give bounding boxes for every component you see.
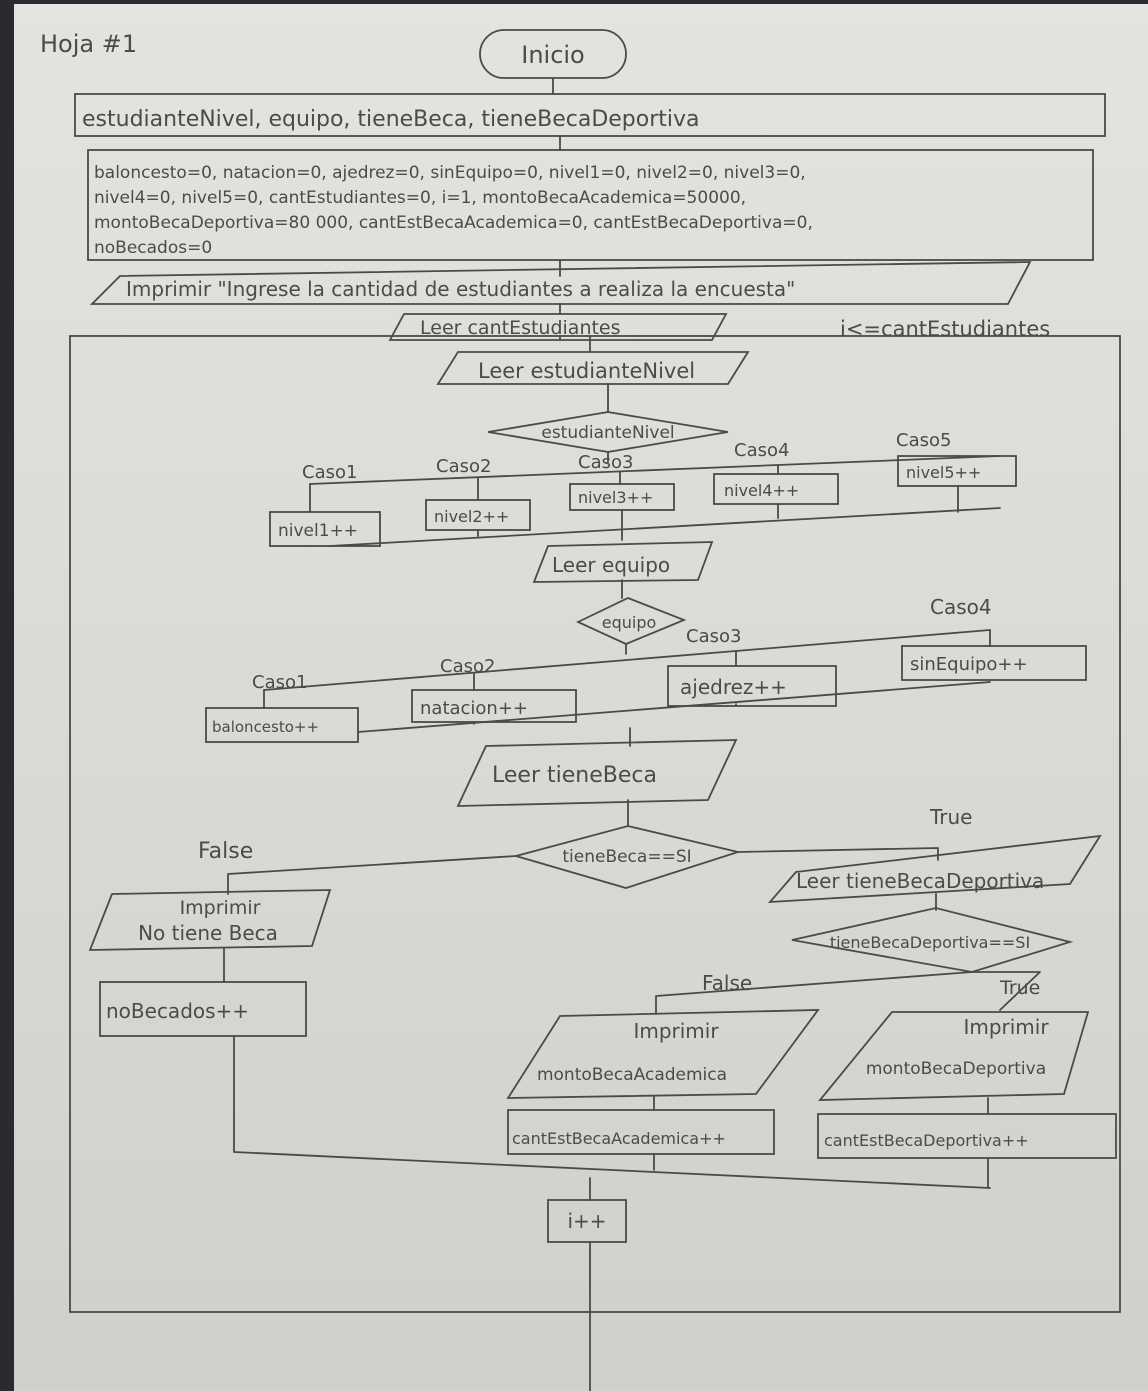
academic-count-box bbox=[507, 1109, 775, 1155]
team-case-1-action: baloncesto++ bbox=[212, 718, 319, 736]
prompt-io bbox=[89, 261, 1032, 305]
sport-count-box bbox=[817, 1113, 1117, 1159]
team-decision-text: equipo bbox=[602, 613, 657, 632]
no-scholarship-line-2: No tiene Beca bbox=[138, 921, 278, 945]
no-scholarship-io bbox=[88, 889, 332, 951]
init-line-2: nivel4=0, nivel5=0, cantEstudiantes=0, i… bbox=[94, 188, 746, 208]
level-case-3-action: nivel3++ bbox=[578, 488, 653, 507]
sport-decision-text: tieneBecaDeportiva==SI bbox=[830, 933, 1030, 952]
level-decision bbox=[487, 411, 729, 453]
sport-print-io bbox=[818, 1011, 1090, 1101]
level-case-4-label: Caso4 bbox=[734, 440, 789, 461]
level-merge-bus bbox=[309, 507, 1001, 547]
start-label: Inicio bbox=[521, 41, 585, 69]
academic-print-io bbox=[506, 1009, 820, 1099]
team-case-4-label: Caso4 bbox=[930, 595, 992, 619]
read-level-text: Leer estudianteNivel bbox=[478, 359, 695, 383]
sport-print-line-1: Imprimir bbox=[963, 1015, 1049, 1039]
variables-text: estudianteNivel, equipo, tieneBeca, tien… bbox=[82, 107, 700, 132]
team-merge-bus bbox=[357, 681, 991, 733]
level-case-5-action: nivel5++ bbox=[906, 463, 981, 482]
level-case-4-box bbox=[713, 473, 839, 505]
scholarship-decision-text: tieneBeca==SI bbox=[562, 847, 691, 867]
scholarship-false-line bbox=[227, 855, 517, 895]
team-case-2-label: Caso2 bbox=[440, 656, 495, 677]
read-level-io bbox=[436, 351, 750, 385]
sport-true-label: True bbox=[999, 977, 1040, 999]
sport-count-text: cantEstBecaDeportiva++ bbox=[824, 1131, 1029, 1150]
sport-decision bbox=[791, 907, 1074, 973]
no-scholarship-count-box bbox=[99, 981, 307, 1037]
scholarship-true-label: True bbox=[929, 805, 972, 829]
read-scholarship-io bbox=[456, 739, 738, 807]
paper-sheet bbox=[14, 4, 1148, 1391]
level-case-2-label: Caso2 bbox=[436, 456, 491, 477]
team-case-1-box bbox=[205, 707, 359, 743]
init-box bbox=[87, 149, 1094, 261]
read-team-io bbox=[532, 541, 714, 583]
prompt-text: Imprimir "Ingrese la cantidad de estudia… bbox=[126, 277, 795, 301]
sport-false-line bbox=[655, 971, 973, 1015]
level-case-1-box bbox=[269, 511, 381, 547]
init-line-4: noBecados=0 bbox=[94, 238, 212, 258]
sport-true-line bbox=[971, 971, 1041, 1011]
level-case-1-action: nivel1++ bbox=[278, 521, 358, 541]
level-case-1-label: Caso1 bbox=[302, 462, 357, 483]
sport-false-label: False bbox=[702, 971, 752, 995]
level-decision-text: estudianteNivel bbox=[541, 423, 674, 443]
level-case-5-box bbox=[897, 455, 1017, 487]
team-decision bbox=[575, 597, 687, 645]
team-case-3-action: ajedrez++ bbox=[680, 675, 787, 699]
scholarship-false-label: False bbox=[198, 839, 253, 864]
increment-text: i++ bbox=[567, 1209, 606, 1233]
init-line-3: montoBecaDeportiva=80 000, cantEstBecaAc… bbox=[94, 213, 813, 233]
team-case-2-action: natacion++ bbox=[420, 698, 528, 719]
team-case-1-label: Caso1 bbox=[252, 672, 307, 693]
init-line-1: baloncesto=0, natacion=0, ajedrez=0, sin… bbox=[94, 163, 806, 183]
read-count-io bbox=[388, 313, 728, 341]
read-sport-io bbox=[767, 834, 1102, 904]
academic-print-line-1: Imprimir bbox=[633, 1019, 719, 1043]
level-case-bus bbox=[309, 455, 1001, 485]
team-case-3-box bbox=[667, 665, 837, 707]
team-case-bus bbox=[263, 629, 991, 691]
no-scholarship-count-text: noBecados++ bbox=[106, 999, 249, 1023]
sheet-label: Hoja #1 bbox=[40, 30, 137, 58]
level-case-3-label: Caso3 bbox=[578, 452, 633, 473]
variables-box bbox=[74, 93, 1106, 137]
increment-box bbox=[547, 1199, 627, 1243]
no-scholarship-line-1: Imprimir bbox=[180, 897, 261, 919]
read-scholarship-text: Leer tieneBeca bbox=[492, 763, 657, 788]
team-case-4-action: sinEquipo++ bbox=[910, 654, 1028, 675]
team-case-4-box bbox=[901, 645, 1087, 681]
read-sport-text: Leer tieneBecaDeportiva bbox=[796, 869, 1044, 893]
sport-print-line-2: montoBecaDeportiva bbox=[866, 1059, 1046, 1079]
read-count-text: Leer cantEstudiantes bbox=[420, 317, 621, 339]
loop-frame bbox=[69, 335, 1121, 1313]
team-case-3-label: Caso3 bbox=[686, 626, 741, 647]
academic-count-text: cantEstBecaAcademica++ bbox=[512, 1129, 726, 1148]
level-case-5-label: Caso5 bbox=[896, 430, 951, 451]
false-return-line bbox=[233, 1035, 991, 1189]
level-case-2-action: nivel2++ bbox=[434, 507, 509, 526]
level-case-4-action: nivel4++ bbox=[724, 481, 799, 500]
academic-print-line-2: montoBecaAcademica bbox=[537, 1065, 727, 1085]
read-team-text: Leer equipo bbox=[552, 553, 670, 577]
loop-condition: i<=cantEstudiantes bbox=[840, 317, 1050, 341]
